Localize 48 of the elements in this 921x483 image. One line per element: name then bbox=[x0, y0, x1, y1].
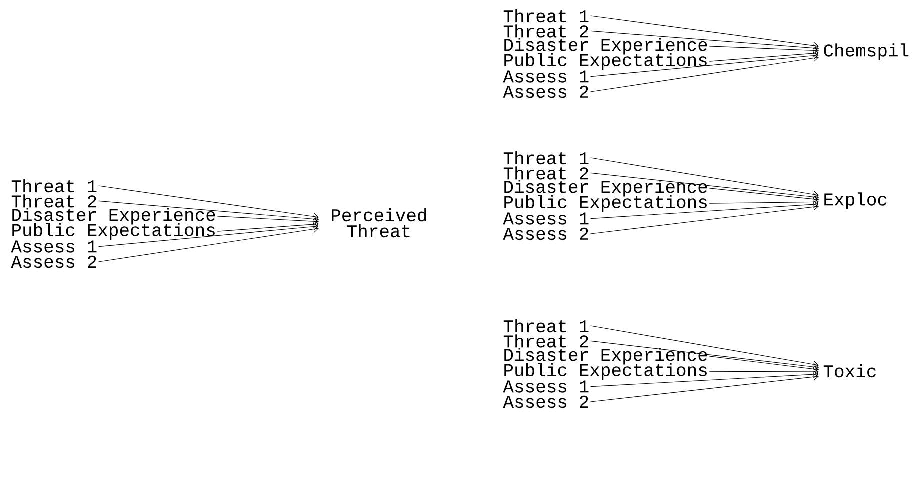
arrow bbox=[709, 368, 819, 376]
label-text: Threat 1 bbox=[504, 9, 589, 23]
arrow bbox=[709, 188, 820, 204]
label-text: Assess 1 bbox=[503, 70, 589, 83]
arrow bbox=[590, 52, 820, 78]
arrow bbox=[709, 46, 819, 54]
arrow bbox=[590, 30, 819, 52]
label-text: Assess 1 bbox=[503, 212, 589, 225]
label-text: Assess 2 bbox=[11, 256, 96, 268]
label-text: Threat 2 bbox=[504, 166, 588, 180]
label-text: Toxic bbox=[824, 364, 876, 378]
label-text: Threat 1 bbox=[504, 319, 589, 333]
label-text: Threat 2 bbox=[504, 24, 588, 38]
label-text: Threat 2 bbox=[12, 194, 96, 208]
label-text: Perceived Threat bbox=[332, 208, 426, 238]
arrow bbox=[590, 326, 819, 368]
arrow bbox=[590, 54, 819, 92]
arrow bbox=[590, 200, 819, 220]
label-text: Threat 1 bbox=[504, 151, 589, 165]
label-text: Assess 2 bbox=[503, 396, 588, 408]
arrow bbox=[590, 16, 819, 50]
arrow bbox=[709, 198, 819, 206]
label-text: Chemspil bbox=[824, 44, 909, 60]
label-text: Threat 1 bbox=[12, 179, 97, 193]
label-text: Threat 2 bbox=[504, 334, 588, 348]
label-text: Assess 1 bbox=[11, 240, 97, 253]
arrow bbox=[590, 203, 819, 234]
label-text: Assess 2 bbox=[503, 228, 588, 240]
arrow bbox=[217, 220, 319, 232]
label-text: Public Expectations bbox=[504, 363, 707, 380]
label-text: Public Expectations bbox=[504, 195, 707, 212]
label-text: Assess 1 bbox=[503, 380, 589, 393]
arrow bbox=[590, 340, 820, 371]
arrow bbox=[98, 223, 319, 248]
arrow bbox=[98, 186, 319, 220]
arrow bbox=[709, 356, 819, 373]
label-text: Public Expectations bbox=[12, 223, 215, 240]
label-text: Assess 2 bbox=[503, 86, 588, 98]
arrow bbox=[590, 370, 819, 388]
arrow bbox=[709, 50, 819, 62]
label-text: Public Expectations bbox=[504, 53, 707, 70]
arrow bbox=[217, 216, 319, 226]
arrow bbox=[98, 226, 319, 262]
arrow bbox=[590, 172, 820, 201]
arrow bbox=[98, 200, 319, 224]
arrow bbox=[590, 158, 819, 198]
arrow bbox=[590, 373, 819, 402]
label-text: Exploc bbox=[824, 192, 887, 210]
